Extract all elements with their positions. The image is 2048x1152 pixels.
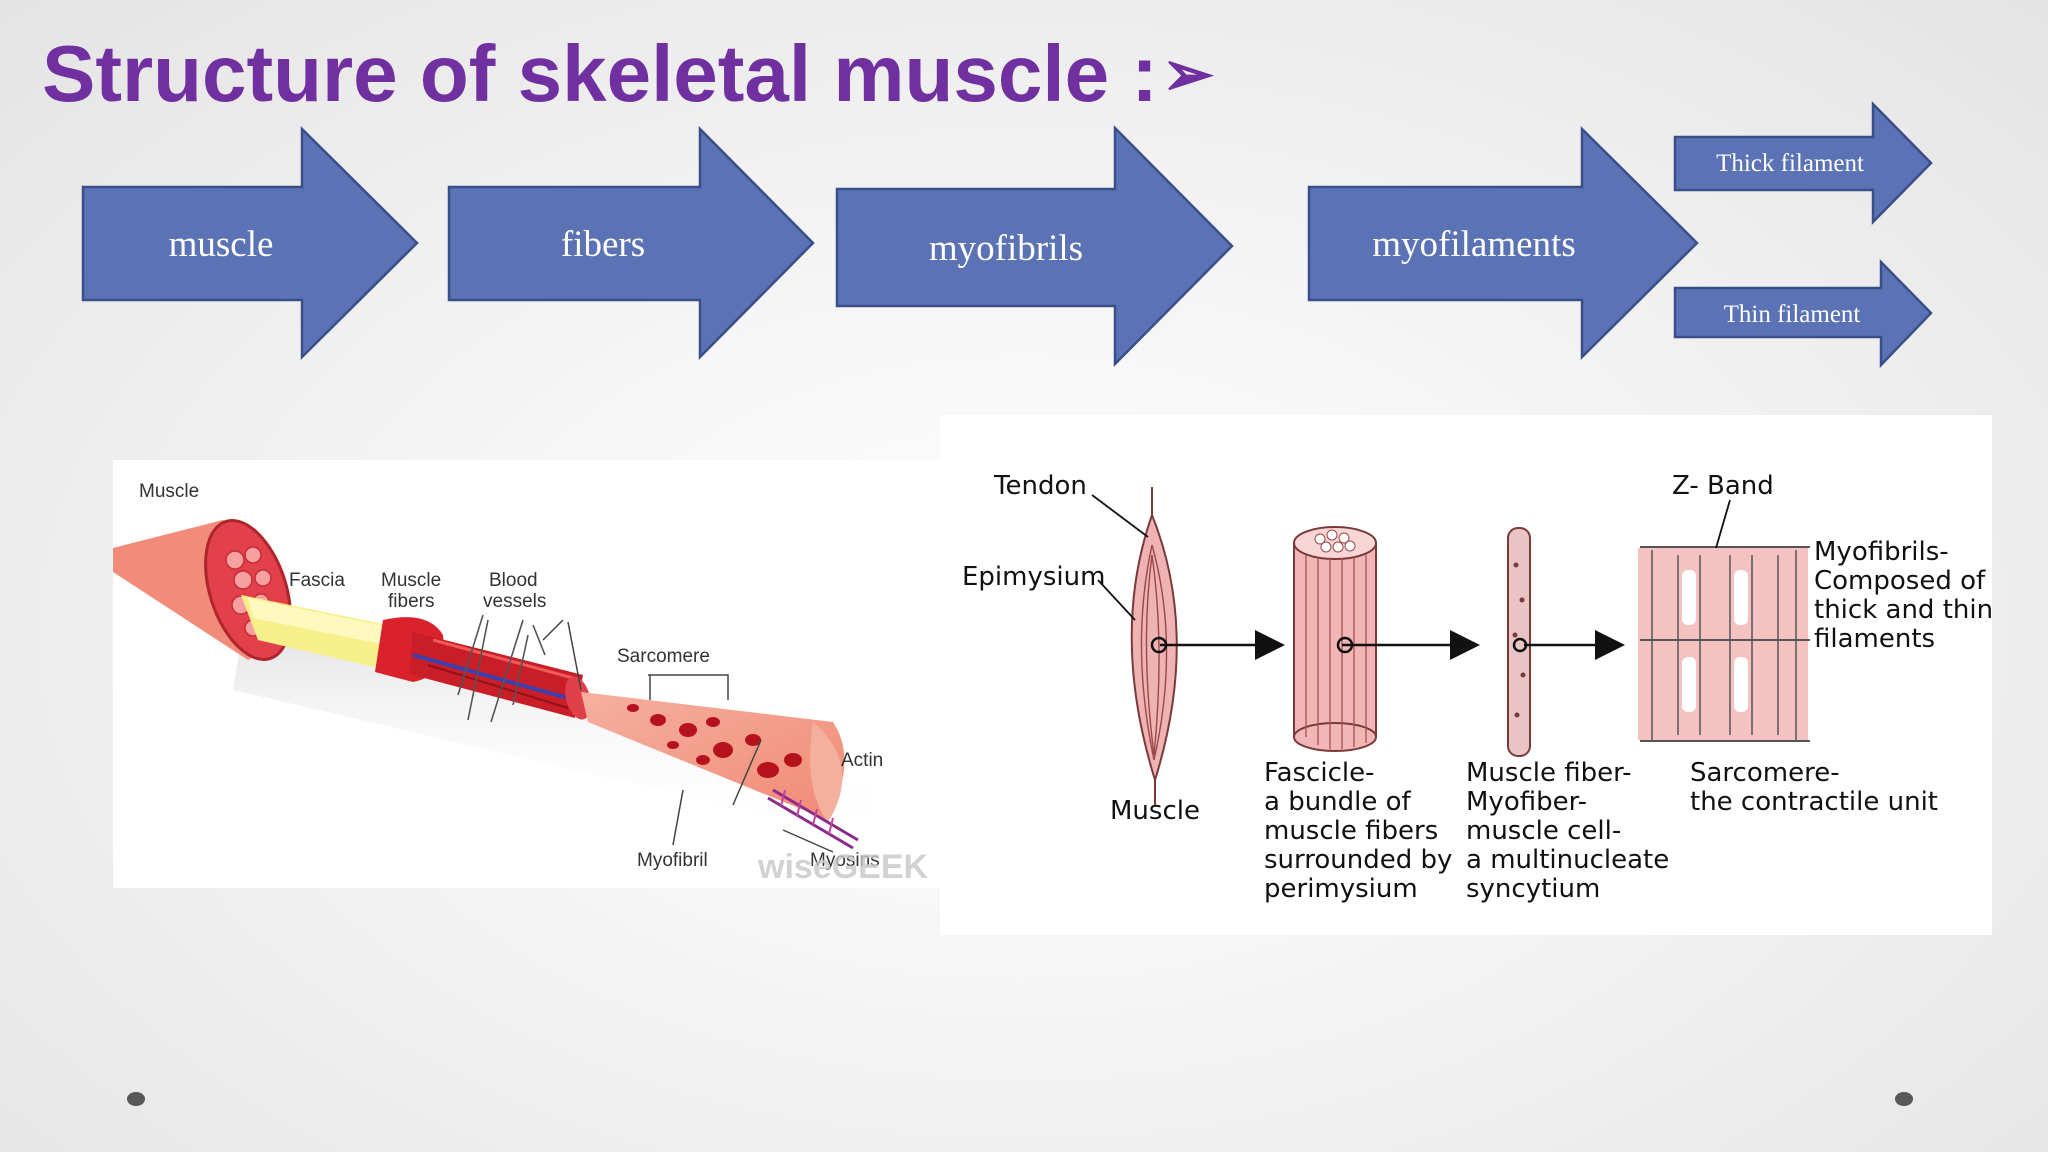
label-myofibrils-3: thick and thin bbox=[1814, 595, 1992, 625]
label-muscle-fibers-1: Muscle bbox=[381, 570, 441, 591]
label-fascia: Fascia bbox=[289, 570, 345, 591]
myofibril-cone bbox=[581, 692, 845, 820]
label-sarcomere-1: Sarcomere- bbox=[1690, 758, 1840, 788]
slide-title: Structure of skeletal muscle :➢ bbox=[42, 28, 1214, 120]
label-myofibril: Myofibril bbox=[637, 850, 708, 871]
label-fiber-5: syncytium bbox=[1466, 874, 1600, 904]
label-myofibrils-1: Myofibrils- bbox=[1814, 537, 1949, 567]
hierarchy-flow: muscle fibers myofibrils myofilaments Th… bbox=[81, 100, 1933, 369]
arrow-muscle bbox=[81, 126, 419, 360]
label-myosins: Myosins bbox=[810, 850, 880, 871]
label-fascicle-3: muscle fibers bbox=[1264, 816, 1438, 846]
arrow-label-myofilaments: myofilaments bbox=[1372, 224, 1575, 265]
label-blood-vessels-1: Blood bbox=[489, 570, 538, 591]
arrow-bullet-icon: ➢ bbox=[1161, 40, 1214, 109]
sarcomere-block bbox=[1638, 548, 1808, 740]
muscle-structure-illustration: Muscle Fascia Muscle fibers Blood vessel… bbox=[113, 460, 945, 888]
label-myofibrils-4: filaments bbox=[1814, 624, 1935, 654]
label-fascicle-5: perimysium bbox=[1264, 874, 1418, 904]
label-actin: Actin bbox=[841, 750, 883, 771]
arrow-thick-filament bbox=[1673, 100, 1933, 226]
label-fascicle-4: surrounded by bbox=[1264, 845, 1452, 875]
label-fiber-2: Myofiber- bbox=[1466, 787, 1587, 817]
arrow-label-thick-filament: Thick filament bbox=[1716, 150, 1864, 177]
arrow-label-muscle: muscle bbox=[169, 224, 274, 265]
label-sarcomere-2: the contractile unit bbox=[1690, 787, 1938, 817]
slide-dot-right bbox=[1895, 1092, 1913, 1106]
arrow-thin-filament bbox=[1673, 258, 1933, 369]
label-muscle: Muscle bbox=[139, 481, 199, 502]
label-fascicle-2: a bundle of bbox=[1264, 787, 1412, 817]
label-fascicle-1: Fascicle- bbox=[1264, 758, 1374, 788]
label-myofibrils-2: Composed of bbox=[1814, 566, 1986, 596]
label-sarcomere: Sarcomere bbox=[617, 646, 710, 667]
muscle-hierarchy-svg: Tendon Epimysium Z- Band Muscle Myofibri… bbox=[962, 471, 1993, 904]
label-epimysium: Epimysium bbox=[962, 562, 1105, 592]
watermark-text: wiseGEEK bbox=[757, 848, 929, 886]
arrow-myofibrils bbox=[835, 124, 1234, 368]
arrow-fibers bbox=[447, 125, 815, 361]
arrow-myofilaments bbox=[1307, 126, 1699, 360]
label-muscle: Muscle bbox=[1110, 796, 1200, 826]
label-fiber-1: Muscle fiber- bbox=[1466, 758, 1632, 788]
title-text: Structure of skeletal muscle : bbox=[42, 29, 1158, 118]
label-fiber-4: a multinucleate bbox=[1466, 845, 1669, 875]
label-z-band: Z- Band bbox=[1672, 471, 1774, 501]
label-fiber-3: muscle cell- bbox=[1466, 816, 1621, 846]
label-muscle-fibers-2: fibers bbox=[388, 591, 434, 612]
single-muscle-fiber bbox=[1507, 527, 1531, 757]
arrow-label-thin-filament: Thin filament bbox=[1724, 301, 1861, 328]
label-blood-vessels-2: vessels bbox=[483, 591, 546, 612]
muscle-hierarchy-diagram: Tendon Epimysium Z- Band Muscle Myofibri… bbox=[940, 415, 1993, 935]
arrow-label-myofibrils: myofibrils bbox=[929, 228, 1083, 269]
slide-dot-left bbox=[127, 1092, 145, 1106]
muscle-illustration-svg: Muscle Fascia Muscle fibers Blood vessel… bbox=[113, 481, 929, 886]
arrow-label-fibers: fibers bbox=[561, 224, 645, 265]
label-tendon: Tendon bbox=[993, 471, 1087, 501]
